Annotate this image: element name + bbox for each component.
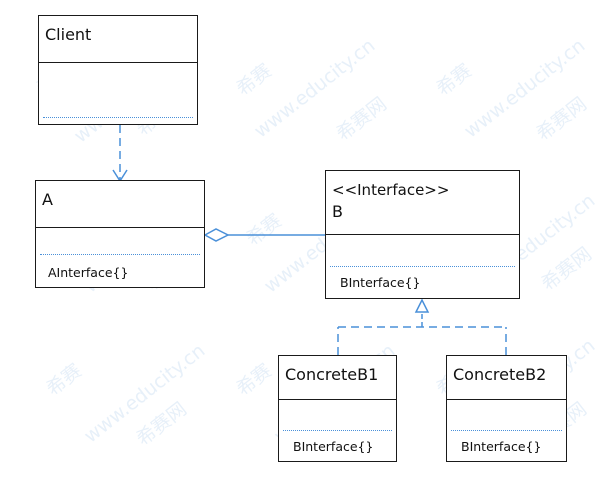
interface-b: <<Interface>> B BInterface{} [325,170,520,299]
class-a-name: A [36,181,204,228]
aggregation-diamond [203,228,230,242]
class-concrete-b1-separator [283,430,392,431]
class-concrete-b2-separator [451,430,562,431]
class-client-separator [43,117,193,118]
class-a-title: A [42,190,53,209]
class-concrete-b1-operation: BInterface{} [293,439,374,454]
realization-arrowhead [414,298,430,313]
class-a-operation: AInterface{} [48,265,129,280]
interface-b-stereotype: <<Interface>> [332,181,450,199]
class-concrete-b2-name: ConcreteB2 [447,356,566,400]
class-client-name: Client [39,16,197,63]
class-concrete-b1-name: ConcreteB1 [279,356,396,400]
interface-b-title: B [332,202,343,221]
class-a-separator [40,254,200,255]
interface-b-name: <<Interface>> B [326,171,519,235]
class-concrete-b2-operation: BInterface{} [461,439,542,454]
interface-b-separator [330,266,515,267]
class-concrete-b2-title: ConcreteB2 [453,365,547,384]
class-client-title: Client [45,25,92,44]
interface-b-operation: BInterface{} [340,275,421,290]
class-client: Client [38,15,198,125]
class-concrete-b1: ConcreteB1 BInterface{} [278,355,397,462]
class-concrete-b1-title: ConcreteB1 [285,365,379,384]
class-a: A AInterface{} [35,180,205,288]
class-concrete-b2: ConcreteB2 BInterface{} [446,355,567,462]
